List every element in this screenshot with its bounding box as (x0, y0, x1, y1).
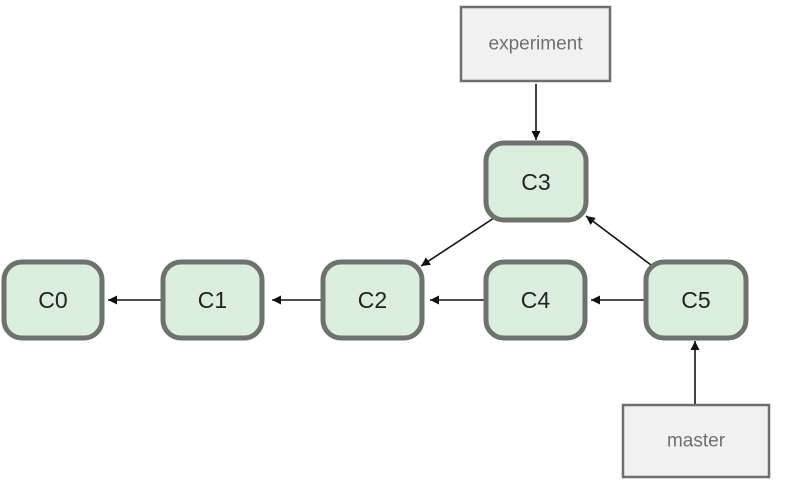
branch-master-label: master (667, 431, 726, 452)
branch-experiment: experiment (459, 5, 612, 83)
commit-c5: C5 (643, 259, 749, 341)
edge-c3-to-c2 (420, 215, 498, 267)
commit-c2: C2 (320, 259, 425, 341)
commit-c2-label: C2 (358, 287, 387, 313)
branch-experiment-box (459, 5, 612, 83)
commit-c1: C1 (160, 259, 265, 341)
commit-c5-label: C5 (681, 287, 710, 313)
commit-c3: C3 (483, 140, 589, 223)
commit-c4-label: C4 (521, 287, 551, 313)
commit-c0: C0 (1, 259, 105, 341)
commit-c4: C4 (483, 259, 588, 341)
branch-master: master (621, 403, 771, 479)
commit-c3-box (483, 140, 589, 223)
commit-c1-box (160, 259, 265, 341)
edge-c5-to-c3 (585, 215, 656, 269)
commit-c0-box (1, 259, 105, 341)
branch-master-box (621, 403, 771, 479)
branch-experiment-label: experiment (489, 34, 584, 55)
commit-c3-label: C3 (521, 169, 550, 195)
edges (108, 84, 700, 404)
commit-c1-label: C1 (198, 287, 227, 313)
commit-c0-label: C0 (38, 287, 67, 313)
commit-c5-box (643, 259, 749, 341)
commit-c4-box (483, 259, 588, 341)
commit-c2-box (320, 259, 425, 341)
